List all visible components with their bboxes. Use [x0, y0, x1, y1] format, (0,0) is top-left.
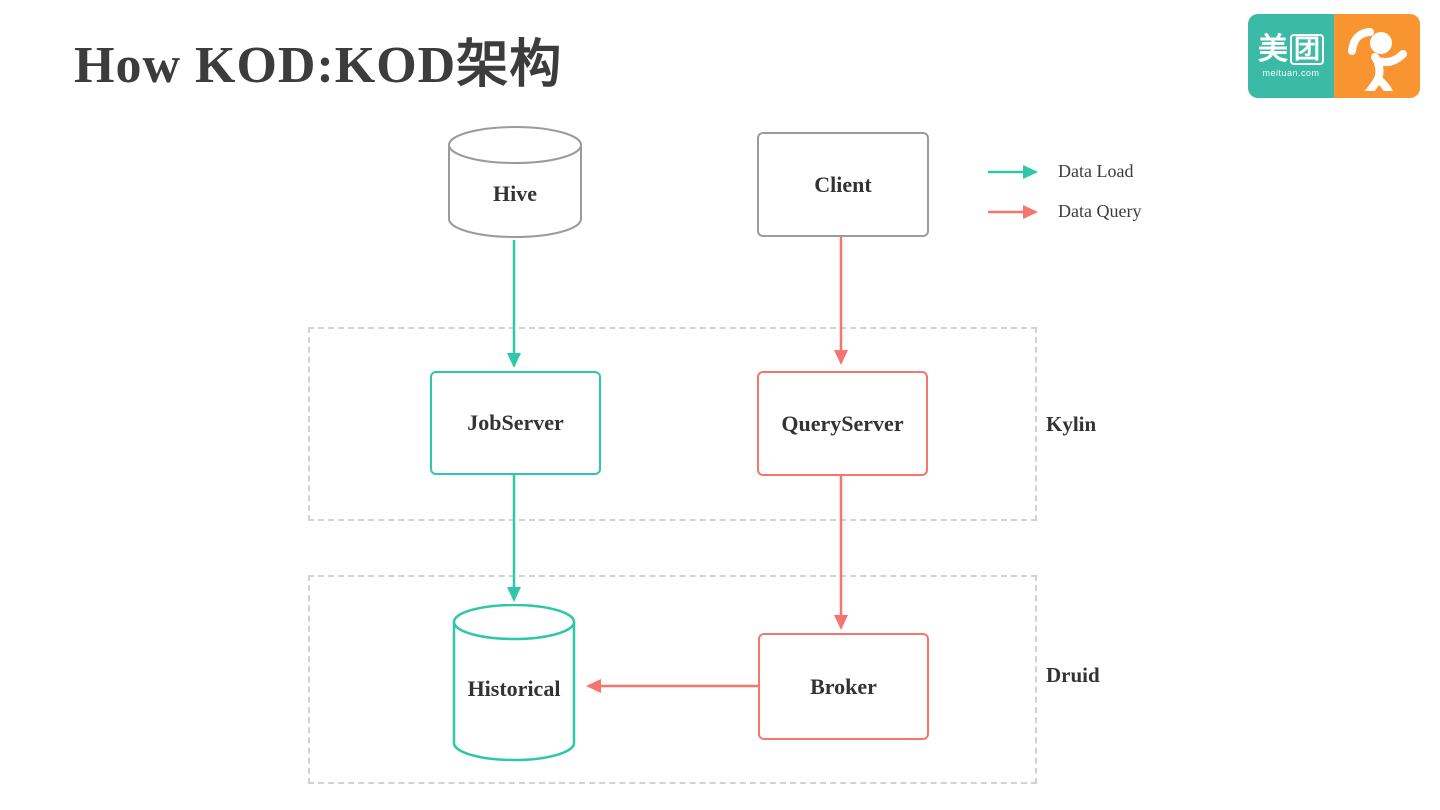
- hive-cylinder-shape: [448, 126, 582, 238]
- hive-node: Hive: [447, 125, 583, 240]
- jobserver-node: JobServer: [430, 371, 601, 475]
- client-node-label: Client: [814, 171, 872, 197]
- meituan-logo-left: 美团 meituan.com: [1248, 14, 1334, 98]
- page-title: How KOD:KOD架构: [74, 37, 563, 94]
- meituan-logo: 美团 meituan.com: [1248, 14, 1420, 98]
- queryserver-node: QueryServer: [757, 371, 928, 476]
- kylin-region-box: [308, 327, 1037, 521]
- meituan-domain-text: meituan.com: [1262, 68, 1320, 79]
- kylin-region-label: Kylin: [1046, 412, 1097, 436]
- historical-node: Historical: [452, 603, 576, 762]
- broker-node-label: Broker: [810, 673, 877, 699]
- druid-region-label: Druid: [1046, 663, 1100, 687]
- druid-region-box: [308, 575, 1037, 784]
- legend-data-load-label: Data Load: [1058, 161, 1134, 181]
- meituan-mascot-icon: [1348, 28, 1407, 91]
- broker-node: Broker: [758, 633, 929, 740]
- meituan-char-2: 团: [1289, 33, 1324, 66]
- historical-cylinder-shape: [452, 603, 576, 762]
- meituan-brand-text: 美团: [1258, 34, 1324, 66]
- legend-data-query-label: Data Query: [1058, 201, 1142, 221]
- historical-node-label: Historical: [467, 676, 561, 701]
- hive-node-label: Hive: [493, 181, 537, 206]
- client-node: Client: [757, 132, 929, 237]
- meituan-logo-right: [1334, 14, 1420, 98]
- meituan-char-1: 美: [1257, 32, 1288, 66]
- queryserver-node-label: QueryServer: [781, 410, 904, 436]
- jobserver-node-label: JobServer: [467, 410, 564, 435]
